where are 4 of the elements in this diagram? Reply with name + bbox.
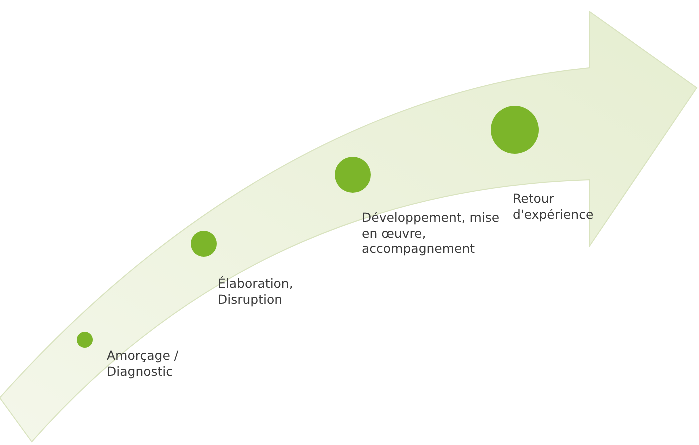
milestone-label: Retour d'expérience	[513, 191, 595, 222]
milestone-label: Développement, mise en œuvre, accompagnement	[362, 210, 501, 257]
milestone-label: Amorçage / Diagnostic	[107, 348, 180, 380]
milestone-label: Élaboration, Disruption	[218, 276, 294, 308]
